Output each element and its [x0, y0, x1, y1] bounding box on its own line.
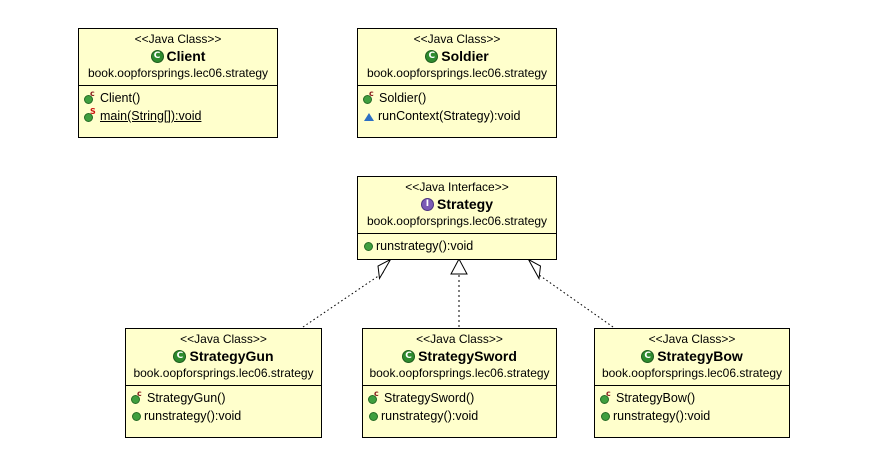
class-circle-c-icon: C	[402, 350, 416, 363]
member-row[interactable]: runContext(Strategy):void	[358, 107, 556, 125]
realization-strategybow-to-strategy	[527, 258, 614, 328]
member-row[interactable]: runstrategy():void	[595, 407, 789, 425]
class-header: <<Java Class>> C StrategySword book.oopf…	[363, 329, 556, 385]
member-label: runContext(Strategy):void	[378, 109, 521, 123]
compartment-divider	[358, 85, 556, 86]
member-label: main(String[]):void	[100, 109, 202, 123]
member-row[interactable]: runstrategy():void	[358, 237, 556, 255]
members-compartment: runstrategy():void	[358, 234, 556, 258]
realization-strategygun-to-strategy	[302, 258, 392, 328]
class-header: <<Java Class>> C Soldier book.oopforspri…	[358, 29, 556, 85]
class-name: StrategyGun	[189, 348, 274, 364]
compartment-divider	[79, 85, 277, 86]
public-method-ball-icon	[601, 411, 610, 421]
realization-strategysword-to-strategy	[450, 257, 468, 327]
stereotype-label: <<Java Class>>	[413, 32, 501, 46]
public-method-ball-icon	[364, 241, 373, 251]
class-name: Client	[166, 48, 206, 64]
constructor-method-ball-icon: c	[363, 89, 377, 105]
member-label: StrategySword()	[384, 391, 475, 405]
class-title-row: C StrategyGun	[126, 347, 321, 365]
member-row[interactable]: c StrategySword()	[363, 389, 556, 407]
member-row[interactable]: S main(String[]):void	[79, 107, 277, 125]
stereotype-label: <<Java Class>>	[134, 32, 222, 46]
interface-header: <<Java Interface>> I Strategy book.oopfo…	[358, 177, 556, 233]
compartment-divider	[363, 385, 556, 386]
member-label: runstrategy():void	[144, 409, 242, 423]
stereotype-label: <<Java Class>>	[416, 332, 503, 346]
package-label: book.oopforsprings.lec06.strategy	[366, 66, 548, 80]
class-header: <<Java Class>> C StrategyBow book.oopfor…	[595, 329, 789, 385]
public-method-ball-icon	[369, 411, 378, 421]
class-name: StrategySword	[418, 348, 517, 364]
members-compartment: c StrategyBow() runstrategy():void	[595, 386, 789, 428]
uml-class-strategysword[interactable]: <<Java Class>> C StrategySword book.oopf…	[362, 328, 557, 438]
class-circle-c-icon: C	[173, 350, 187, 363]
members-compartment: c StrategySword() runstrategy():void	[363, 386, 556, 428]
class-title-row: C StrategySword	[363, 347, 556, 365]
constructor-method-ball-icon: c	[600, 389, 614, 405]
protected-triangle-icon	[364, 111, 375, 122]
member-label: runstrategy():void	[381, 409, 479, 423]
interface-name: Strategy	[436, 196, 494, 212]
stereotype-label: <<Java Class>>	[180, 332, 267, 346]
members-compartment: c Soldier() runContext(Strategy):void	[358, 86, 556, 128]
class-title-row: C Soldier	[358, 47, 556, 65]
uml-class-strategygun[interactable]: <<Java Class>> C StrategyGun book.oopfor…	[125, 328, 322, 438]
uml-interface-strategy[interactable]: <<Java Interface>> I Strategy book.oopfo…	[357, 176, 557, 260]
member-row[interactable]: c Soldier()	[358, 89, 556, 107]
uml-class-strategybow[interactable]: <<Java Class>> C StrategyBow book.oopfor…	[594, 328, 790, 438]
member-label: StrategyBow()	[616, 391, 696, 405]
package-label: book.oopforsprings.lec06.strategy	[87, 66, 269, 80]
member-row[interactable]: runstrategy():void	[126, 407, 321, 425]
class-header: <<Java Class>> C Client book.oopforsprin…	[79, 29, 277, 85]
package-label: book.oopforsprings.lec06.strategy	[369, 366, 550, 380]
interface-circle-i-icon: I	[420, 198, 434, 211]
package-label: book.oopforsprings.lec06.strategy	[601, 366, 783, 380]
class-header: <<Java Class>> C StrategyGun book.oopfor…	[126, 329, 321, 385]
stereotype-label: <<Java Class>>	[648, 332, 736, 346]
stereotype-label: <<Java Interface>>	[405, 180, 509, 194]
member-row[interactable]: c StrategyBow()	[595, 389, 789, 407]
uml-class-client[interactable]: <<Java Class>> C Client book.oopforsprin…	[78, 28, 278, 138]
member-label: runstrategy():void	[376, 239, 474, 253]
class-name: StrategyBow	[657, 348, 743, 364]
member-row[interactable]: c StrategyGun()	[126, 389, 321, 407]
compartment-divider	[358, 233, 556, 234]
class-circle-c-icon: C	[641, 350, 655, 363]
interface-title-row: I Strategy	[358, 195, 556, 213]
members-compartment: c StrategyGun() runstrategy():void	[126, 386, 321, 428]
package-label: book.oopforsprings.lec06.strategy	[133, 366, 314, 380]
public-method-ball-icon	[132, 411, 141, 421]
member-label: runstrategy():void	[613, 409, 711, 423]
class-title-row: C Client	[79, 47, 277, 65]
member-label: Soldier()	[379, 91, 427, 105]
members-compartment: c Client() S main(String[]):void	[79, 86, 277, 128]
constructor-method-ball-icon: c	[131, 389, 145, 405]
class-circle-c-icon: C	[150, 50, 164, 63]
uml-class-soldier[interactable]: <<Java Class>> C Soldier book.oopforspri…	[357, 28, 557, 138]
constructor-method-ball-icon: c	[84, 89, 98, 105]
member-row[interactable]: runstrategy():void	[363, 407, 556, 425]
class-title-row: C StrategyBow	[595, 347, 789, 365]
member-label: StrategyGun()	[147, 391, 226, 405]
member-label: Client()	[100, 91, 141, 105]
static-method-ball-icon: S	[84, 107, 98, 123]
class-circle-c-icon: C	[425, 50, 439, 63]
constructor-method-ball-icon: c	[368, 389, 382, 405]
member-row[interactable]: c Client()	[79, 89, 277, 107]
compartment-divider	[126, 385, 321, 386]
package-label: book.oopforsprings.lec06.strategy	[366, 214, 548, 228]
class-name: Soldier	[441, 48, 489, 64]
compartment-divider	[595, 385, 789, 386]
